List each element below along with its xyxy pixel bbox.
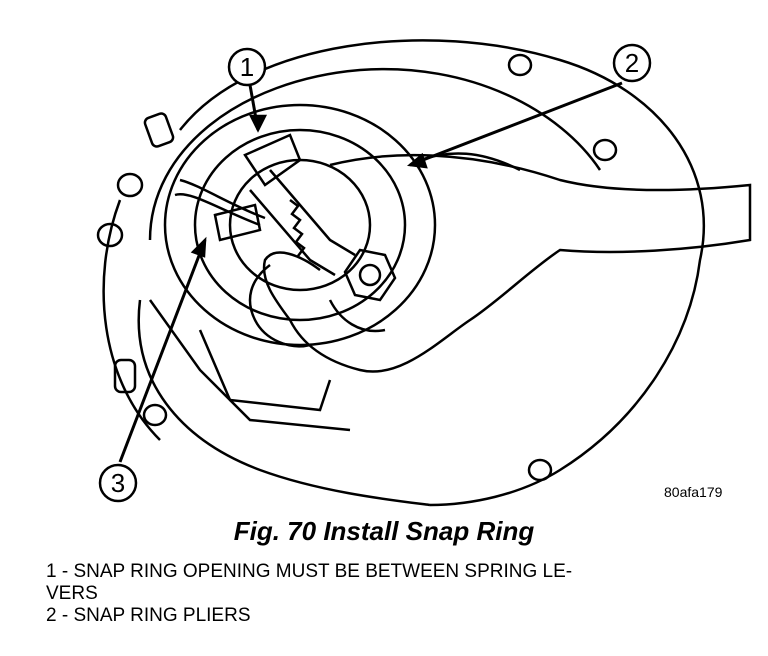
- snap-ring: [174, 192, 261, 227]
- housing-hole: [527, 458, 553, 482]
- housing-hole: [142, 403, 168, 427]
- callout-circle-1: [227, 47, 267, 87]
- callout-number-3: 3: [111, 468, 125, 498]
- housing-hole: [507, 53, 533, 77]
- pliers-spring: [289, 199, 306, 257]
- callout-circle-2: [612, 43, 652, 83]
- piston-ring-inner: [228, 158, 372, 292]
- legend-item-1-line-a: 1 - SNAP RING OPENING MUST BE BETWEEN SP…: [46, 561, 573, 582]
- technician-hand: [262, 153, 752, 373]
- pliers-jaw: [249, 189, 336, 277]
- housing-hole: [96, 222, 124, 248]
- callout-circle-3: [98, 463, 138, 503]
- figure-caption: Fig. 70 Install Snap Ring: [233, 516, 535, 546]
- leader-line-3: [118, 239, 207, 463]
- image-code: 80afa179: [664, 484, 723, 500]
- housing-hole: [592, 138, 618, 162]
- pliers-jaw: [269, 169, 356, 257]
- housing-inner-arc: [148, 67, 602, 241]
- legend: 1 - SNAP RING OPENING MUST BE BETWEEN SP…: [46, 561, 572, 627]
- callout-number-2: 2: [625, 48, 639, 78]
- housing-hole: [116, 172, 144, 198]
- legend-item-1-line-b: VERS: [46, 583, 98, 604]
- legend-item-2: 2 - SNAP RING PLIERS: [46, 605, 251, 626]
- callout-number-1: 1: [240, 52, 254, 82]
- spring-lever: [243, 133, 302, 187]
- leader-line-2: [409, 81, 623, 167]
- piston-ring-mid: [193, 128, 407, 322]
- technical-illustration: 1 2 3: [96, 39, 752, 507]
- piston-ring-outer: [163, 103, 437, 347]
- pliers-nut: [343, 248, 397, 302]
- housing-outline: [179, 39, 706, 507]
